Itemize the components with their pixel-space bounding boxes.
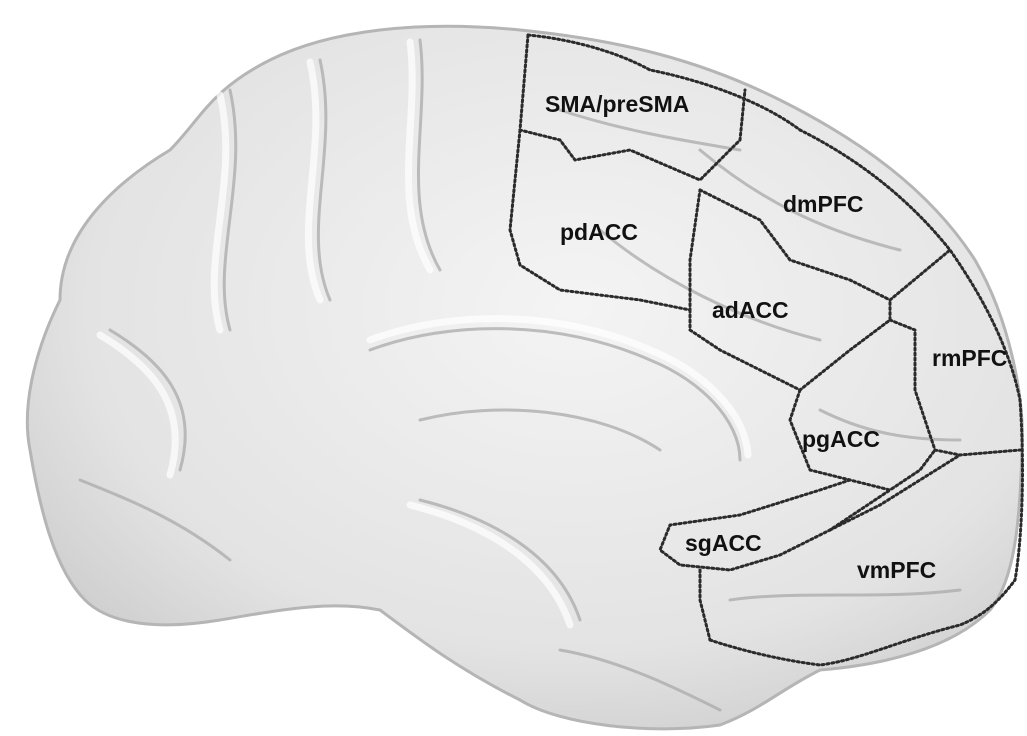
label-sma: SMA/preSMA xyxy=(545,91,689,117)
label-vmpfc: vmPFC xyxy=(857,557,936,583)
label-rmpfc: rmPFC xyxy=(932,345,1007,371)
label-dmpfc: dmPFC xyxy=(783,191,864,217)
label-adacc: adACC xyxy=(712,297,789,323)
label-sgacc: sgACC xyxy=(685,530,762,556)
label-pgacc: pgACC xyxy=(802,426,880,452)
label-pdacc: pdACC xyxy=(560,219,638,245)
